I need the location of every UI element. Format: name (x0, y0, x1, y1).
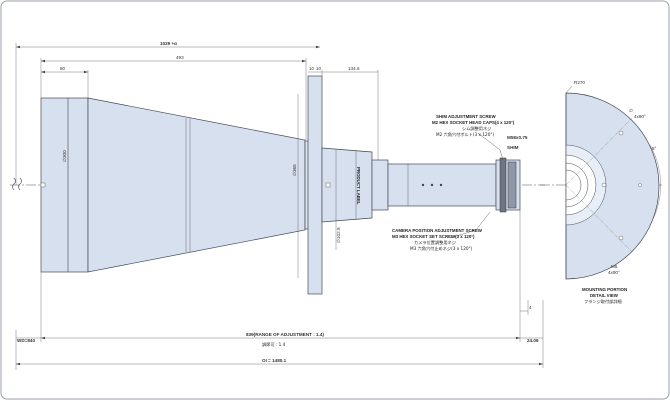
leader-lines (449, 132, 504, 239)
dim-dia-mid: ∅365 (292, 164, 297, 176)
cam-jp1: カメラ位置調整用ネジ (414, 239, 456, 246)
product-label: PRODUCT LABEL (356, 167, 361, 205)
detail-radius: R270 (574, 80, 585, 85)
flange-hole-bottom (618, 235, 624, 241)
shim-spec: M2 HEX SOCKET HEAD CAPS(4 x 120°) (432, 120, 515, 125)
shim-jp2: M2 六角穴付ボルト(3 x 120°) (436, 131, 494, 138)
detail-view (565, 85, 661, 280)
detail-hole-top-dia: ∅ (629, 108, 633, 113)
dim-front-length: 493 (176, 55, 184, 60)
radius-leader (565, 85, 573, 94)
neck (371, 159, 389, 211)
arrowheads (16, 45, 543, 366)
dim-dia-front: ∅300 (62, 150, 67, 162)
flange-bore-2 (565, 162, 589, 208)
flange-hole-edge (638, 183, 642, 187)
cam-spec: M3 HEX SOCKET SET SCREW(3 x 120°) (392, 234, 475, 239)
flange-hole-top (618, 130, 624, 136)
dim-front-section: 80 (60, 66, 66, 71)
flange-bore-3 (565, 169, 582, 201)
detail-angle: 5° (652, 146, 657, 151)
shim-title: SHIM ADJUSTMENT SCREW (436, 114, 496, 119)
mounting-flange (307, 75, 323, 295)
dim-flange-b: 10 (316, 66, 322, 71)
screw-dot-2 (430, 183, 434, 187)
dim-rear-section: 134.5 (348, 66, 360, 71)
dim-shim: SHIM (507, 145, 519, 150)
dim-rear-end: 24.06 (527, 338, 539, 343)
cam-jp2: M3 六角穴付止めネジ(3 x 120°) (410, 245, 473, 252)
front-barrel (40, 97, 89, 273)
thread-ring (507, 161, 517, 209)
dim-total: OI = 1480.1 (262, 358, 287, 363)
angle-line-bottom (565, 184, 633, 253)
detail-hole-top: 4x90° (634, 114, 646, 119)
dim-dia-tube: ∅102.9 (336, 227, 341, 243)
flange-half-disc (565, 92, 660, 280)
flange-hole-mid (601, 182, 607, 188)
shim-jp1: シム調整用ネジ (462, 125, 491, 132)
screw-dot-3 (439, 183, 443, 187)
front-marker (40, 182, 46, 188)
screw-dot-1 (421, 183, 425, 187)
dim-wd: WD=840 (17, 338, 35, 343)
shim-ring (499, 157, 507, 213)
dim-flange-a: 10 (309, 66, 315, 71)
dim-range: 839(RANGE OF ADJUSTMENT : 1.4) (246, 332, 324, 337)
detail-subtitle: DETAIL VIEW (590, 293, 619, 298)
dim-thread: M58x0.75 (507, 135, 528, 140)
dim-overall: 1029 +α (160, 41, 177, 46)
break-mark-left-2 (18, 177, 22, 191)
dimension-lines (15, 43, 544, 370)
detail-thread: M5 (611, 264, 618, 269)
angle-line-top (565, 117, 633, 186)
detail-thread-count: 4x90° (608, 270, 620, 275)
dim-range-jp: 調節可 : 1.4 (262, 341, 286, 348)
lens-cone (87, 97, 306, 273)
mid-section (321, 147, 373, 223)
flange-marker (325, 182, 331, 188)
break-mark-left (12, 177, 16, 191)
detail-title-jp: フランジ取付部詳細 (584, 298, 622, 305)
detail-title: MOUNTING PORTION (582, 287, 627, 292)
dim-small-4: 4 (529, 305, 532, 310)
angle-arc (649, 144, 661, 226)
cam-title: CAMERA POSITION ADJUSTMENT SCREW (392, 228, 483, 233)
